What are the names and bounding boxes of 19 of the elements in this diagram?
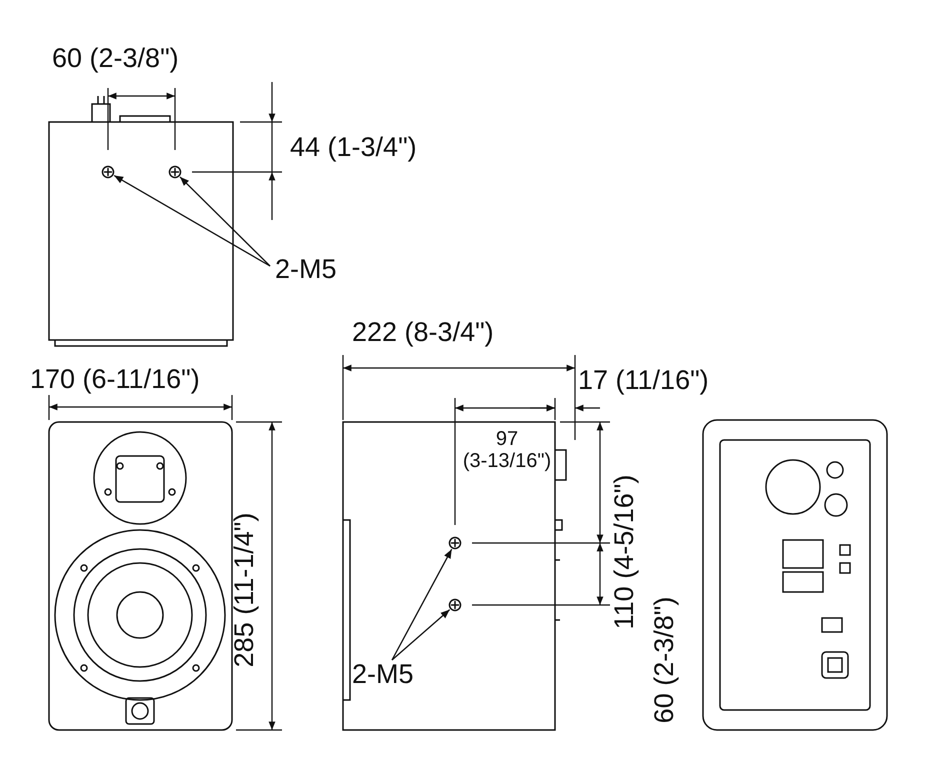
dimension-label: 60 (2-3/8") bbox=[52, 44, 179, 74]
leader-line bbox=[392, 609, 450, 660]
dimension-label: 285 (11-1/4") bbox=[230, 512, 260, 670]
dimension-label: 17 (11/16") bbox=[578, 366, 709, 396]
leader-line bbox=[114, 174, 270, 267]
leader-line bbox=[391, 548, 452, 660]
dimension-label: 44 (1-3/4") bbox=[290, 133, 417, 163]
dimension-label: 170 (6-11/16") bbox=[30, 365, 200, 395]
leader-line bbox=[180, 176, 270, 266]
dimension-label: 97 (3-13/16") bbox=[462, 428, 552, 472]
screw-hole-icon bbox=[168, 165, 182, 179]
callout-label: 2-M5 bbox=[275, 255, 337, 285]
screw-hole-icon bbox=[448, 598, 462, 612]
dimension-label: 222 (8-3/4") bbox=[352, 318, 494, 348]
screw-hole-icon bbox=[101, 165, 115, 179]
callout-label: 2-M5 bbox=[352, 660, 414, 690]
screw-hole-icon bbox=[448, 536, 462, 550]
dimension-label: 110 (4-5/16") bbox=[610, 474, 640, 632]
dimension-label: 60 (2-3/8") bbox=[650, 596, 680, 726]
